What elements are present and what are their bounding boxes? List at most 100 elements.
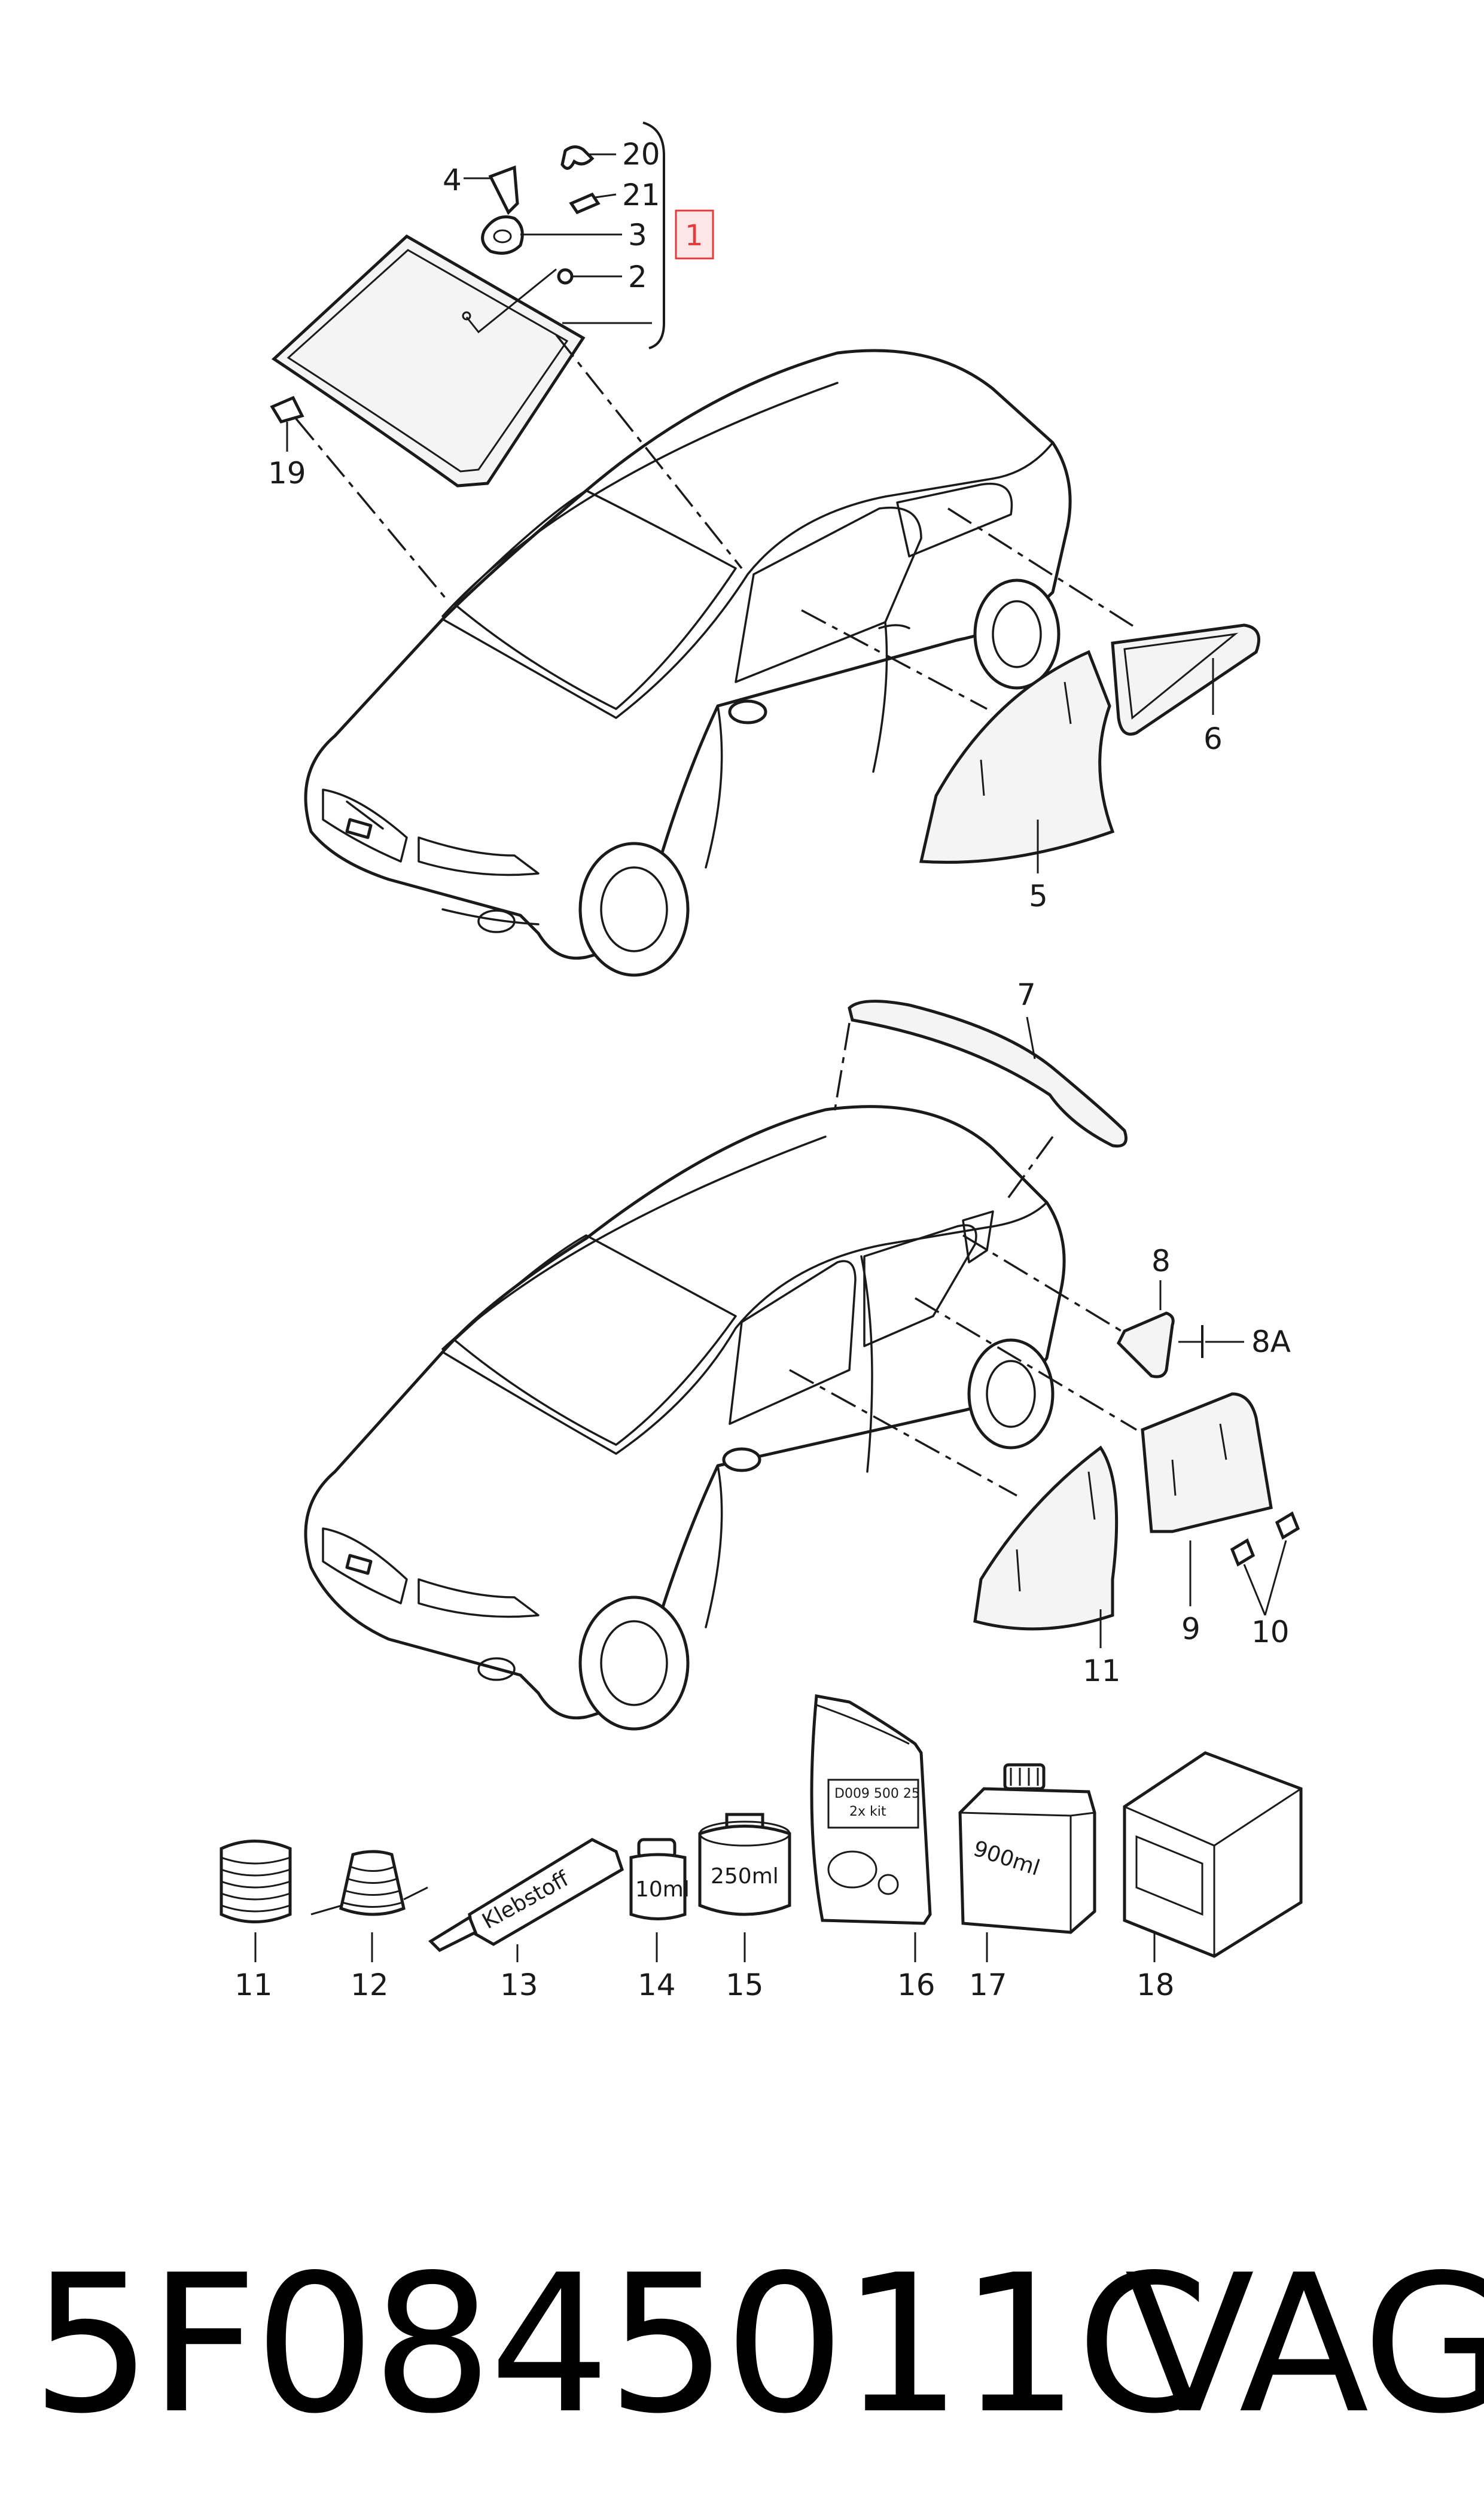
- car-1-handle: [878, 624, 910, 629]
- box-part-19: [1123, 1751, 1303, 1958]
- leader-22: [595, 193, 617, 199]
- car-2-front-door-window: [729, 1260, 857, 1425]
- callout-8[interactable]: 8: [1151, 1244, 1171, 1278]
- bag-label-line-2: 2x kit: [849, 1804, 886, 1819]
- car-1-badge: [345, 818, 373, 839]
- car-2-beltline: [441, 1201, 1048, 1455]
- car-1-bumper-line: [441, 908, 540, 925]
- group-bracket: [642, 121, 665, 349]
- rear-screen-part-7: [848, 1000, 1128, 1148]
- callout-7[interactable]: 7: [1017, 978, 1036, 1012]
- clip-part-10a: [1275, 1511, 1300, 1540]
- callout-5[interactable]: 5: [1029, 879, 1048, 914]
- windshield-glass: [271, 234, 586, 488]
- part-number: 5F0845011C: [31, 2234, 1209, 2455]
- car-3-door: [304, 349, 1072, 977]
- bag-label-line-1: D009 500 25: [834, 1786, 920, 1801]
- side-glass-car-1: 5 6: [801, 507, 1260, 914]
- car-2-badge: [345, 1554, 373, 1575]
- callout-6[interactable]: 6: [1203, 721, 1223, 756]
- callout-3[interactable]: 3: [628, 218, 647, 252]
- car-1-windshield: [453, 489, 737, 710]
- car-1-grille: [322, 788, 408, 863]
- front-door-glass-marks: [1016, 1471, 1096, 1592]
- car-1-beltline: [441, 442, 1054, 719]
- callout-16[interactable]: 15: [726, 1968, 764, 2002]
- small-bottle-label: 10ml: [635, 1877, 690, 1902]
- repair-kit-bag-part-17: D009 500 25 2x kit: [810, 1694, 932, 1925]
- car-2-front-wheel: [578, 1596, 690, 1731]
- callout-17[interactable]: 16: [897, 1968, 936, 2002]
- mirror-mount-part-3: [481, 215, 524, 255]
- rear-door-glass-part-9: [1141, 1392, 1273, 1533]
- quarter-glass-inner: [1123, 632, 1239, 720]
- quarter-glass-part-6: [1111, 623, 1260, 736]
- sensor-part-2: [557, 268, 574, 285]
- footer-caption: 5F0845011C VAG: [0, 2213, 1484, 2489]
- car-1-foglight: [477, 909, 516, 933]
- callout-8a[interactable]: 8A: [1251, 1325, 1291, 1359]
- mount-hole: [493, 229, 512, 243]
- windshield-sensor-leader: [465, 268, 557, 334]
- car-1-mirror: [728, 699, 767, 724]
- adhesive-cone-part-13: [310, 1850, 428, 1916]
- leader-car1-quarter: [947, 507, 1137, 629]
- car-1-rear-wheel: [973, 578, 1061, 690]
- brand-name: VAG: [1125, 2234, 1484, 2455]
- callout-19[interactable]: 18: [1136, 1968, 1175, 2002]
- callout-18[interactable]: 17: [969, 1968, 1007, 2002]
- callout-12[interactable]: 11: [234, 1968, 273, 2002]
- door-glass-part-5: [919, 650, 1115, 864]
- activator-bottle-part-18: 900ml: [958, 1763, 1096, 1934]
- callout-20[interactable]: 19: [268, 456, 306, 491]
- car-1-door-rear-line: [872, 621, 888, 773]
- car-2-quarter-window: [962, 1210, 994, 1263]
- car-2-body: [304, 1105, 1066, 1720]
- leader-rear-screen-left: [833, 1022, 851, 1113]
- adhesive-tube-part-14: Klebstoff: [428, 1838, 624, 1953]
- car-2-b-pillar: [860, 1255, 873, 1473]
- car-5-door: [304, 1105, 1066, 1731]
- car-2-rear-rim: [986, 1360, 1036, 1428]
- door-glass-marks: [980, 681, 1072, 796]
- door-glass-group-car-2: 9 11 10: [789, 1297, 1300, 1688]
- rear-door-glass-marks: [1171, 1423, 1227, 1496]
- leader-rear-screen-right: [1004, 1135, 1054, 1204]
- car-1-front-rim: [600, 866, 668, 952]
- leader-7: [1026, 1016, 1036, 1059]
- callout-15[interactable]: 14: [638, 1968, 676, 2002]
- callout-1[interactable]: 1: [685, 219, 703, 252]
- car-2-foglight: [477, 1657, 516, 1681]
- callout-21[interactable]: 20: [622, 137, 660, 172]
- car-1-grille-bar: [346, 800, 384, 830]
- car-2-windshield: [453, 1234, 737, 1446]
- windshield-assembly: 1 20 21 4 3 2 19: [268, 121, 714, 491]
- front-door-glass-part-11: [973, 1445, 1119, 1631]
- leader-car1-door: [801, 609, 988, 710]
- car-2-grille: [322, 1527, 408, 1604]
- windshield-frit-line: [287, 249, 569, 473]
- car-1-headlight: [418, 836, 540, 876]
- wedge-part-4: [488, 165, 519, 215]
- callout-10[interactable]: 10: [1251, 1615, 1290, 1649]
- car-2-headlight: [418, 1578, 540, 1618]
- car-2-front-door-line: [705, 1464, 723, 1628]
- car-1-rear-window: [896, 482, 1013, 558]
- callout-14[interactable]: 13: [500, 1968, 538, 2002]
- highlighted-ref-box[interactable]: [675, 209, 714, 260]
- car-2-rear-door-window: [863, 1224, 977, 1347]
- callout-9[interactable]: 9: [1181, 1612, 1200, 1646]
- callout-11[interactable]: 11: [1083, 1654, 1121, 1688]
- car-2-front-rim: [600, 1620, 668, 1706]
- callout-13[interactable]: 12: [351, 1968, 389, 2002]
- can-label: 250ml: [711, 1864, 779, 1889]
- consumables-row: 11 12 Klebstoff 13 10ml 14: [220, 1694, 1303, 2002]
- wedge-part-20: [270, 395, 304, 424]
- pad-part-22: [569, 192, 601, 215]
- callout-22[interactable]: 21: [622, 178, 660, 212]
- callout-2[interactable]: 2: [628, 260, 647, 294]
- quarter-glass-part-8: [1116, 1311, 1175, 1378]
- primer-bottle-part-15: 10ml: [629, 1838, 690, 1920]
- callout-4[interactable]: 4: [443, 163, 462, 197]
